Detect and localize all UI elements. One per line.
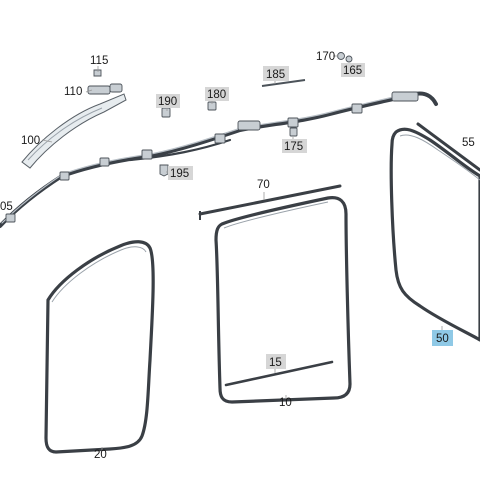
strip-55 [416, 122, 480, 172]
callout-55: 55 [462, 137, 475, 149]
callout-15: 15 [269, 357, 282, 369]
strip-15 [224, 360, 334, 387]
pillar-trim-100 [21, 83, 127, 169]
tailgate-seal-50 [389, 127, 480, 342]
callout-105: 05 [0, 201, 13, 213]
rod-185 [261, 79, 306, 87]
callout-195: 195 [170, 168, 189, 180]
callout-185: 185 [266, 69, 285, 81]
callout-165: 165 [343, 65, 362, 77]
callout-110: 110 [64, 86, 82, 98]
callout-20: 20 [94, 449, 107, 461]
clip-190 [161, 107, 171, 118]
callout-70: 70 [257, 179, 270, 191]
callout-190: 190 [158, 96, 177, 108]
clip-115 [93, 69, 102, 77]
callout-100: 100 [21, 135, 40, 147]
roof-rail-assembly [0, 91, 438, 228]
callout-175: 175 [284, 141, 303, 153]
callout-115: 115 [90, 55, 108, 67]
clip-195 [159, 164, 169, 177]
door-seal-10 [214, 196, 352, 404]
callout-180: 180 [207, 89, 226, 101]
door-seal-20 [44, 240, 155, 454]
callout-10: 10 [279, 397, 292, 409]
strip-70 [198, 184, 342, 220]
clip-175 [289, 127, 298, 137]
callouts: 115 110 100 05 170 165 185 190 180 175 1… [0, 51, 475, 461]
callout-170: 170 [316, 51, 335, 63]
leader-lines [41, 55, 443, 451]
callout-50: 50 [436, 333, 449, 345]
clip-170-165 [337, 52, 353, 63]
